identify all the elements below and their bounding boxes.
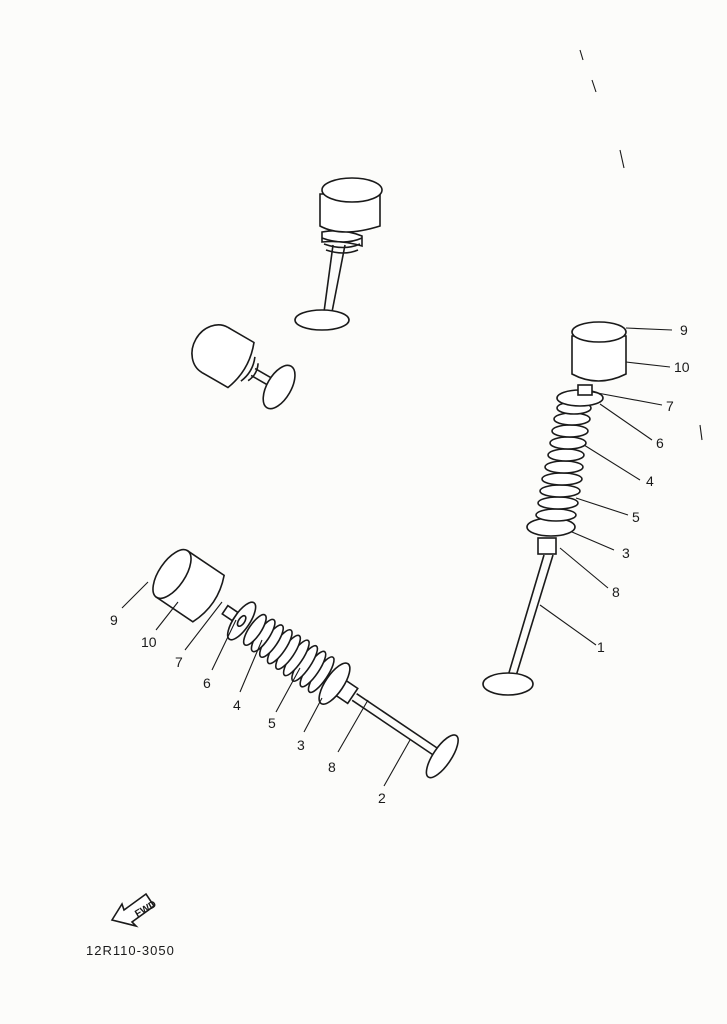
label-spring-outer: 4 [233,697,241,713]
label-seal: 8 [328,759,336,775]
scan-marks [579,49,703,441]
spring [242,613,335,694]
label-pad: 9 [680,322,688,338]
label-lifter: 10 [141,634,157,650]
spring [535,401,592,522]
right-valve-assembly [482,321,627,696]
left-valve-assembly [152,548,459,779]
label-valve: 1 [597,639,605,655]
label-lifter: 10 [674,359,690,375]
label-spring-outer: 4 [646,473,654,489]
label-spring-inner: 5 [268,715,276,731]
right-callouts: 9 10 7 6 4 5 3 8 1 [539,322,690,655]
label-retainer: 6 [656,435,664,451]
forward-arrow-icon: FWD [110,892,159,928]
label-seal: 8 [612,584,620,600]
label-cotter: 7 [175,654,183,670]
label-seat: 3 [622,545,630,561]
label-cotter: 7 [666,398,674,414]
label-retainer: 6 [203,675,211,691]
label-pad: 9 [110,612,118,628]
label-valve: 2 [378,790,386,806]
label-seat: 3 [297,737,305,753]
part-number: 12R110-3050 [86,943,175,958]
upper-valve-assembly-a [294,177,383,331]
left-callouts: 9 10 7 6 4 5 3 8 2 [110,581,411,806]
label-spring-inner: 5 [632,509,640,525]
upper-valve-assembly-b [191,324,296,410]
